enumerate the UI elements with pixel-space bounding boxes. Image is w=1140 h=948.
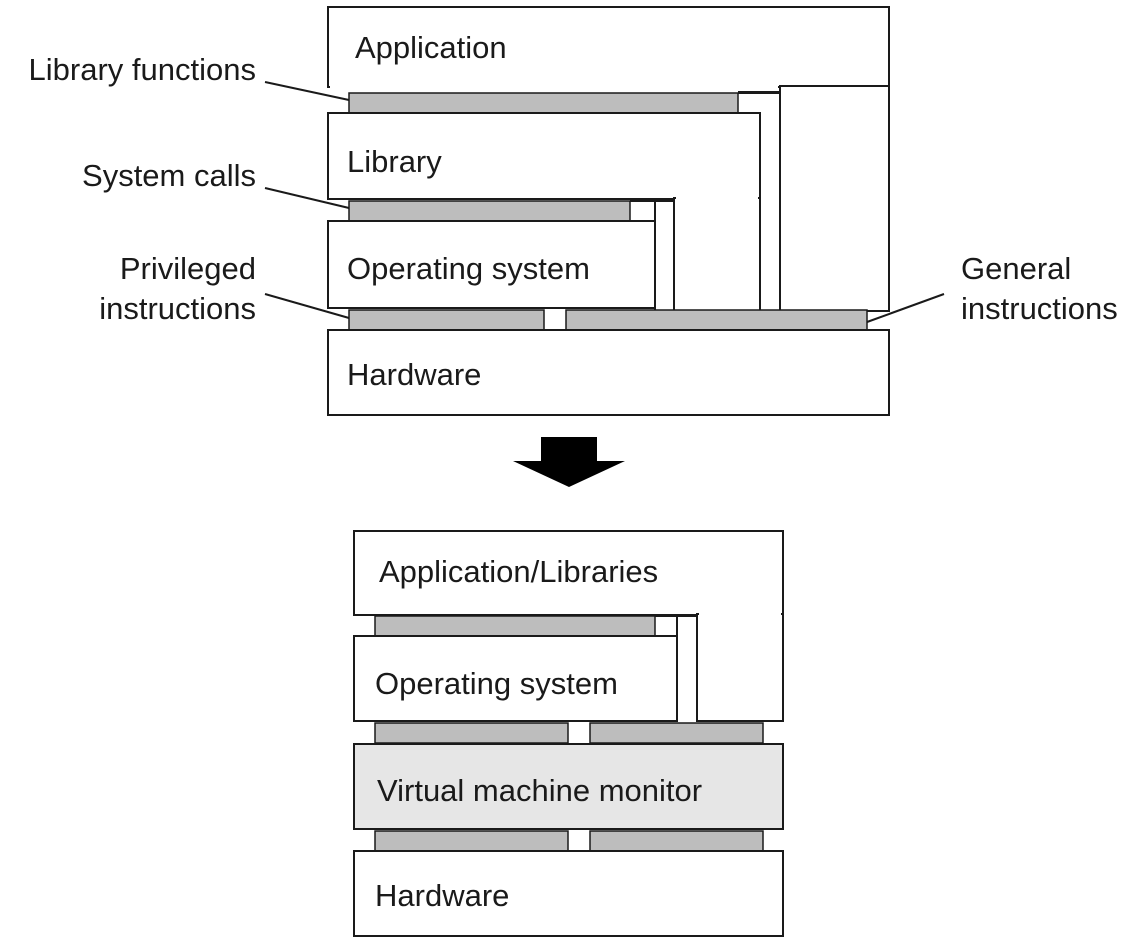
operating-system-box [327,220,656,309]
app-libraries-box [353,530,784,616]
general-instructions-interface [565,309,868,331]
system-calls-leader [264,187,350,209]
library-right-column [673,197,761,312]
transition-arrow [513,437,625,487]
vmm-box [353,743,784,830]
system-calls-interface [348,200,631,222]
app-libraries-mask [699,608,781,618]
library-box [327,112,761,200]
general-callout-line2: instructions [961,291,1118,326]
system-calls-callout: System calls [82,158,256,193]
library-functions-channel-outer [738,92,781,311]
bottom-operating-system-label: Operating system [375,666,618,701]
application-right-column [779,85,890,312]
general-leader [866,293,945,323]
library-mask [676,192,758,202]
bottom-hardware-box [353,850,784,937]
bottom-stack: Application/Libraries Operating system V… [353,530,784,937]
hardware-label: Hardware [347,357,481,392]
general-callout-line1: General [961,251,1071,286]
hw-privileged-interface [374,830,569,852]
application-box [327,6,890,88]
application-mask [330,80,778,90]
vmm-privileged-interface [374,722,569,744]
bottom-hardware-label: Hardware [375,878,509,913]
vmm-general-interface [589,722,764,744]
bottom-syscall-interface [374,615,656,637]
hw-general-interface [589,830,764,852]
top-callouts: Library functions System calls Privilege… [29,52,1118,326]
library-functions-leader [264,81,350,101]
top-stack: Application Library Operating system Har… [327,6,890,416]
library-functions-interface [348,92,739,114]
privileged-leader [264,293,350,319]
privileged-callout-line2: instructions [99,291,256,326]
library-label: Library [347,144,442,179]
application-label: Application [355,30,507,65]
privileged-callout-line1: Privileged [120,251,256,286]
app-libraries-label: Application/Libraries [379,554,658,589]
vmm-label: Virtual machine monitor [377,773,702,808]
app-libraries-right-column [696,613,784,722]
library-functions-callout: Library functions [29,52,256,87]
privileged-instructions-interface [348,309,545,331]
hardware-box [327,329,890,416]
down-arrow-icon [513,437,625,487]
operating-system-label: Operating system [347,251,590,286]
bottom-operating-system-box [353,635,678,722]
